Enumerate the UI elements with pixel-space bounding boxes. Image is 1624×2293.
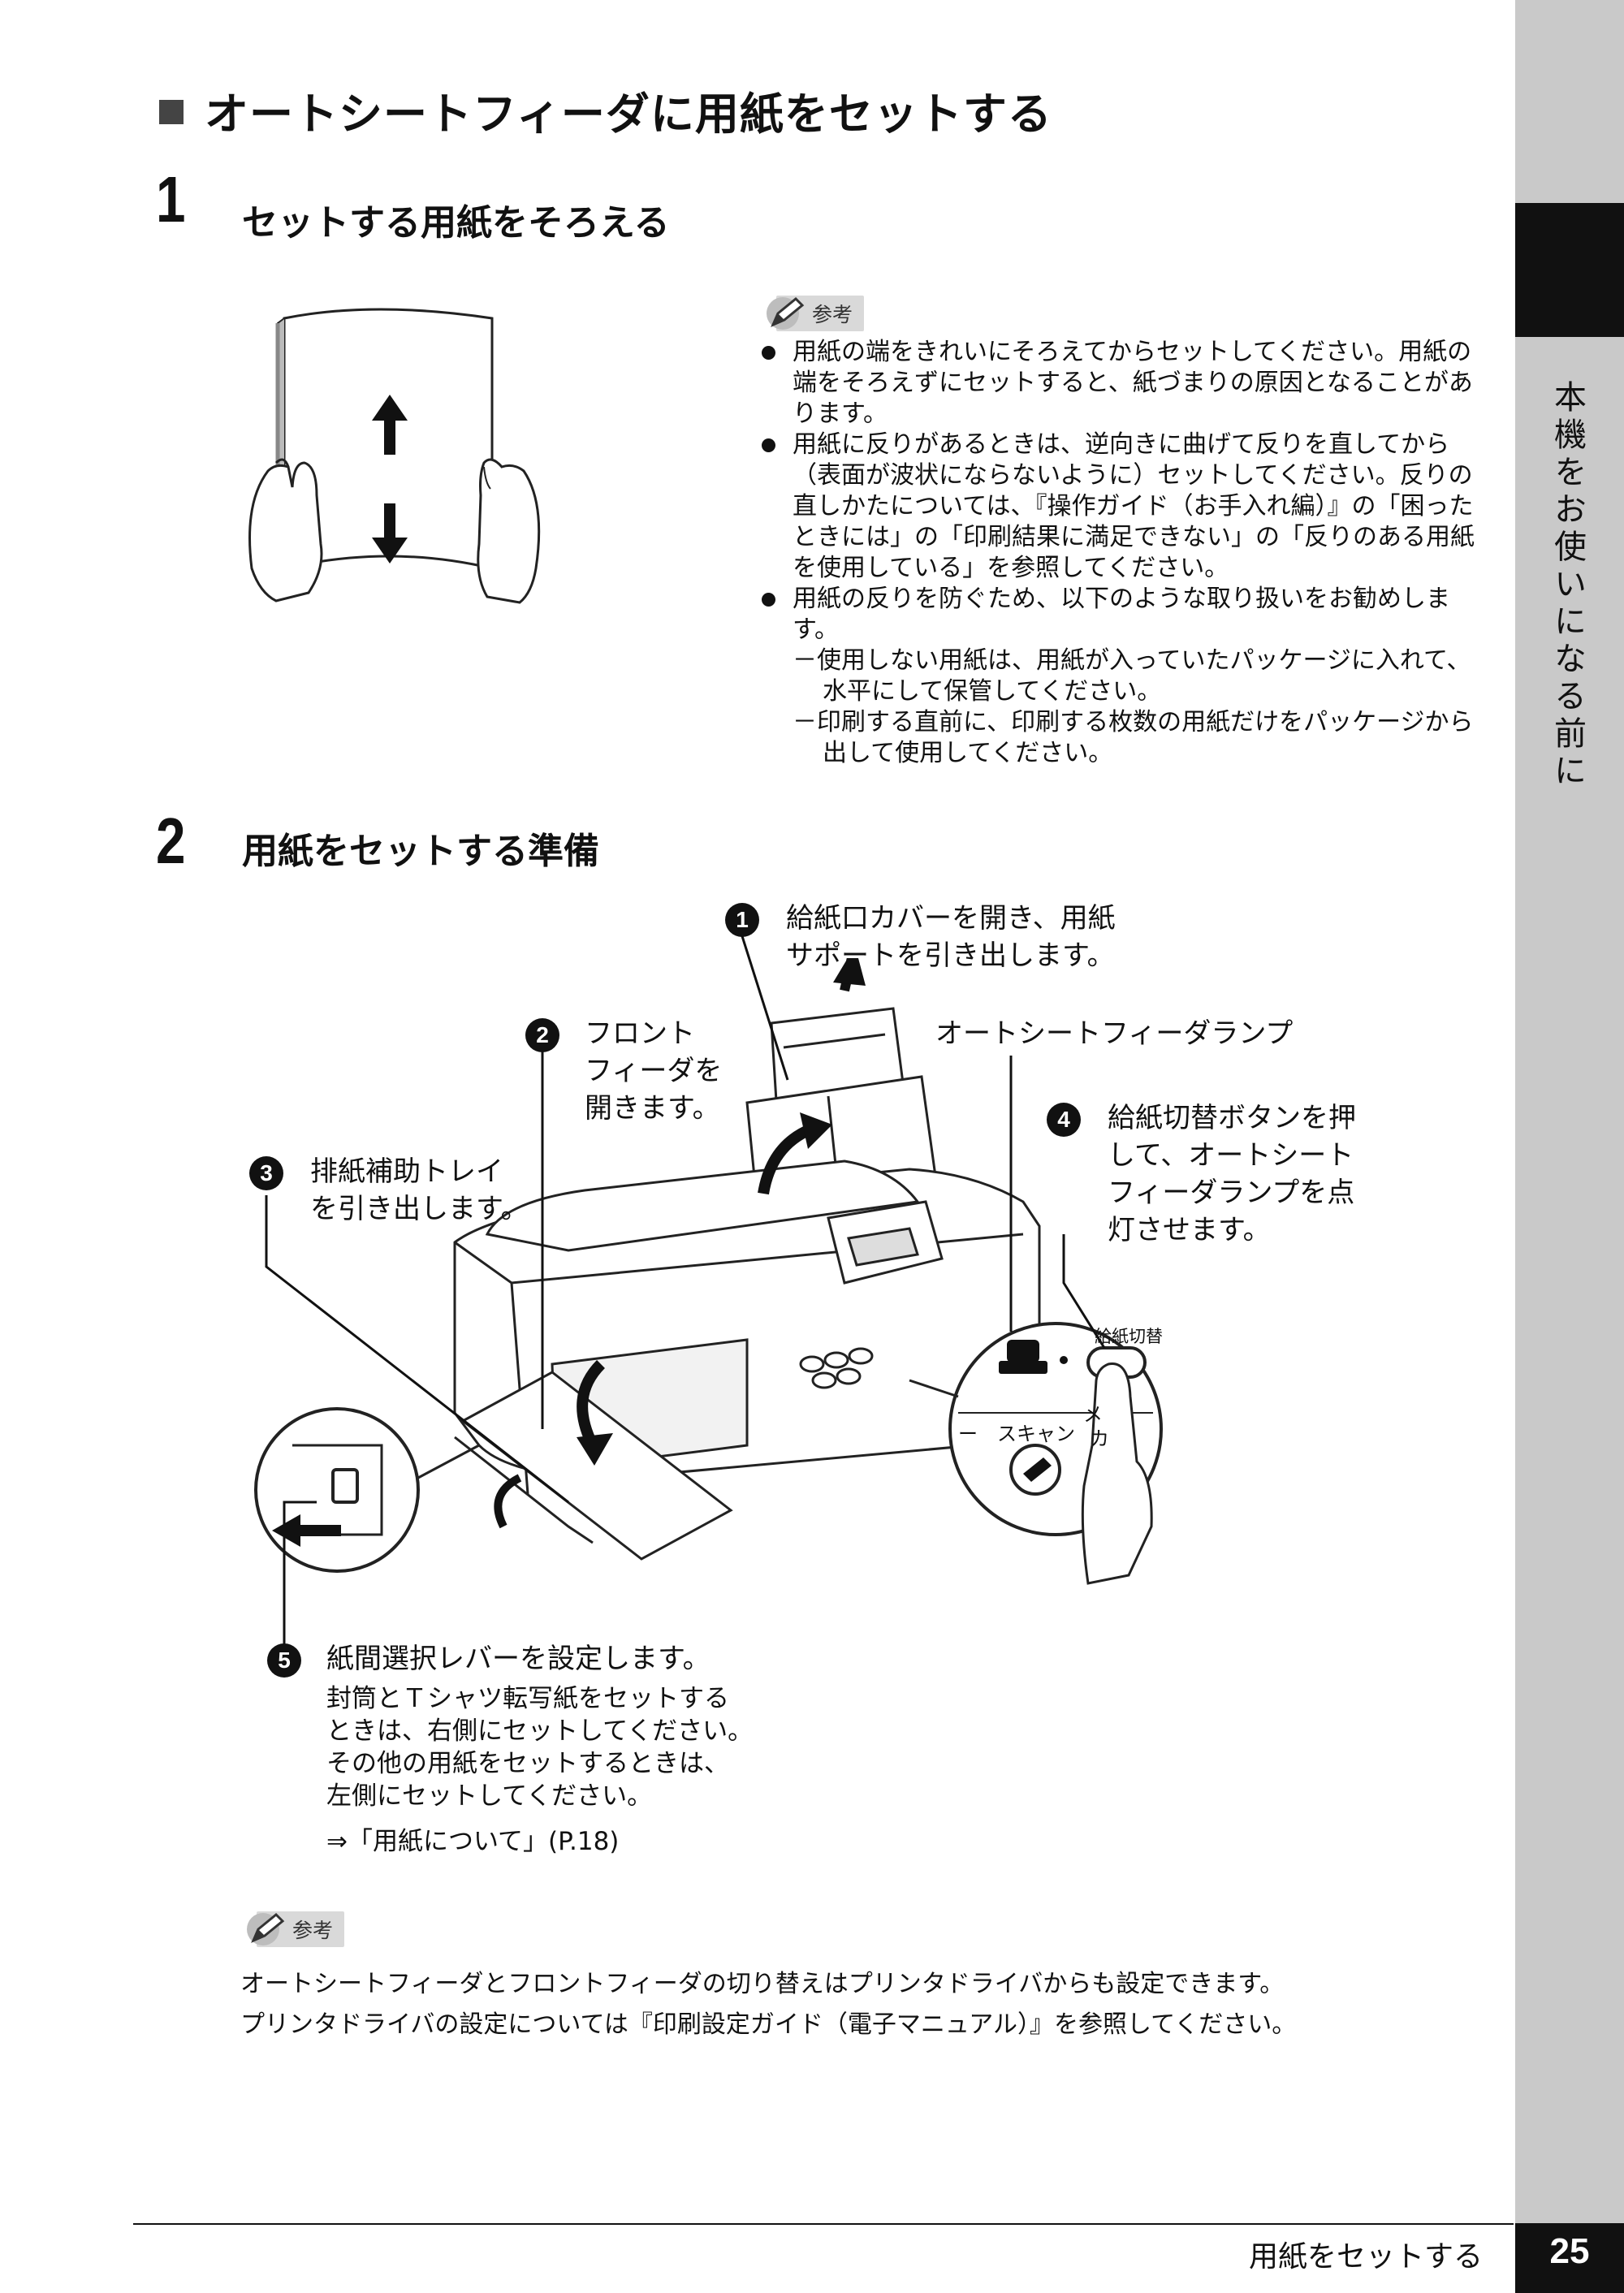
note-subitem: －印刷する直前に、印刷する枚数の用紙だけをパッケージから出して使用してください。 [793, 708, 1474, 767]
section-title: オートシートフィーダに用紙をセットする [159, 78, 1052, 142]
callout-badge-1: 1 [725, 903, 759, 937]
step2-title: 用紙をセットする準備 [242, 831, 599, 872]
up-down-arrow-icon [372, 395, 408, 564]
step1-note-list: 用紙の端をきれいにそろえてからセットしてください。用紙の端をそろえずにセットする… [760, 337, 1475, 769]
pencil-note-icon [247, 1912, 285, 1945]
step-number-1: 1 [156, 163, 186, 235]
step-number-2: 2 [156, 805, 186, 877]
callout-1: 給紙口カバーを開き、用紙 サポートを引き出します。 [786, 902, 1116, 972]
printer-illustration [254, 958, 1163, 1585]
bottom-note-line-1: オートシートフィーダとフロントフィーダの切り替えはプリンタドライバからも設定でき… [240, 1970, 1285, 1998]
paper-alignment-illustration [248, 308, 541, 604]
callout-2: フロント フィーダを 開きます。 [585, 1017, 723, 1125]
callout-badge-2: 2 [525, 1018, 559, 1052]
footer-rule [133, 2223, 1514, 2225]
page-reference: ⇒「用紙について」(P.18) [326, 1827, 620, 1856]
note-subitem: －使用しない用紙は、用紙が入っていたパッケージに入れて、水平にして保管してくださ… [793, 646, 1471, 706]
auto-sheet-feeder-lamp-label: オートシートフィーダランプ [935, 1017, 1294, 1050]
note-item: 用紙に反りがあるときは、逆向きに曲げて反りを直してから（表面が波状にならないよう… [760, 430, 1475, 584]
step1-title: セットする用紙をそろえる [242, 202, 670, 244]
callout-badge-4: 4 [1047, 1103, 1081, 1137]
me-label: メ [1083, 1403, 1103, 1426]
side-tab-strip [1515, 0, 1624, 2293]
side-tab-label: 本機をお使いになる前に [1548, 380, 1586, 791]
page-number: 25 [1549, 2231, 1590, 2271]
callout-badge-5: 5 [267, 1643, 301, 1678]
note-badge: 参考 [763, 294, 865, 333]
callout-3: 排紙補助トレイ を引き出します。 [310, 1155, 529, 1225]
footer-title: 用紙をセットする [1249, 2240, 1484, 2274]
ka-label: カ [1090, 1427, 1109, 1450]
callout-4: 給紙切替ボタンを押 して、オートシート フィーダランプを点 灯させます。 [1108, 1102, 1356, 1246]
dash-label: ー [958, 1423, 978, 1445]
page-number-box [1515, 2223, 1624, 2293]
callout-badge-3: 3 [249, 1156, 283, 1190]
scan-label: スキャン [997, 1423, 1075, 1445]
square-bullet-icon [159, 100, 184, 125]
bottom-note-badge: 参考 [244, 1910, 345, 1949]
bottom-note-line-2: プリンタドライバの設定については『印刷設定ガイド（電子マニュアル）』を参照してく… [240, 2010, 1297, 2039]
callout-5-title: 紙間選択レバーを設定します。 [326, 1643, 710, 1675]
note-item: 用紙の端をきれいにそろえてからセットしてください。用紙の端をそろえずにセットする… [760, 337, 1475, 430]
side-tab-marker [1515, 203, 1624, 337]
feed-switch-button-label: 給紙切替 [1095, 1327, 1163, 1346]
note-item: 用紙の反りを防ぐため、以下のような取り扱いをお勧めします。 [760, 584, 1475, 646]
pencil-note-icon [767, 296, 805, 330]
callout-5-body: 封筒とＴシャツ転写紙をセットする ときは、右側にセットしてください。 その他の用… [326, 1684, 754, 1856]
